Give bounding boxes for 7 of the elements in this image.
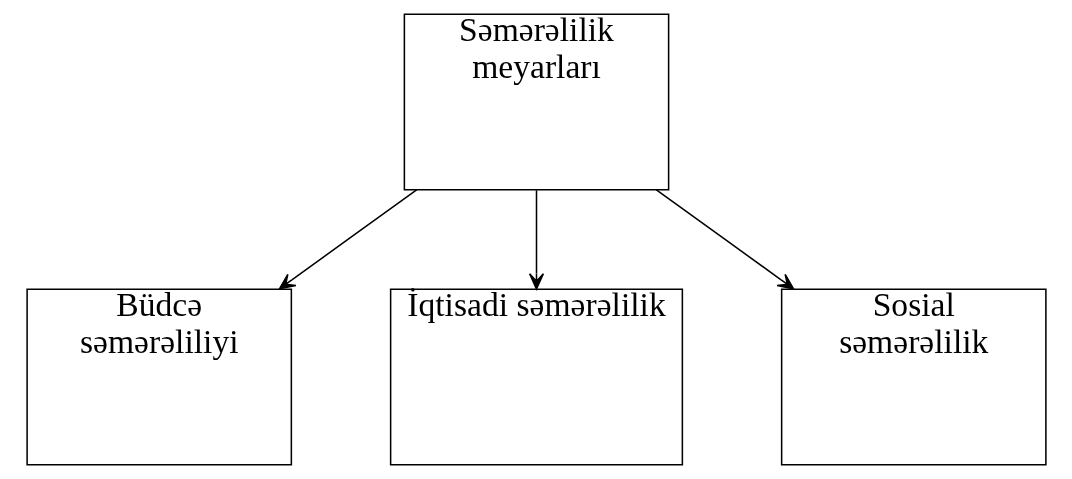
node-box: Səmərəlilik meyarları xyxy=(403,13,669,191)
arrow xyxy=(655,189,794,290)
arrow xyxy=(278,189,417,290)
node-box: Sosial səmərəlilik xyxy=(780,288,1047,466)
node-box: İqtisadi səmərəlilik xyxy=(389,288,683,466)
arrow xyxy=(528,189,544,290)
node-box: Büdcə səmərəliliyi xyxy=(25,288,292,466)
